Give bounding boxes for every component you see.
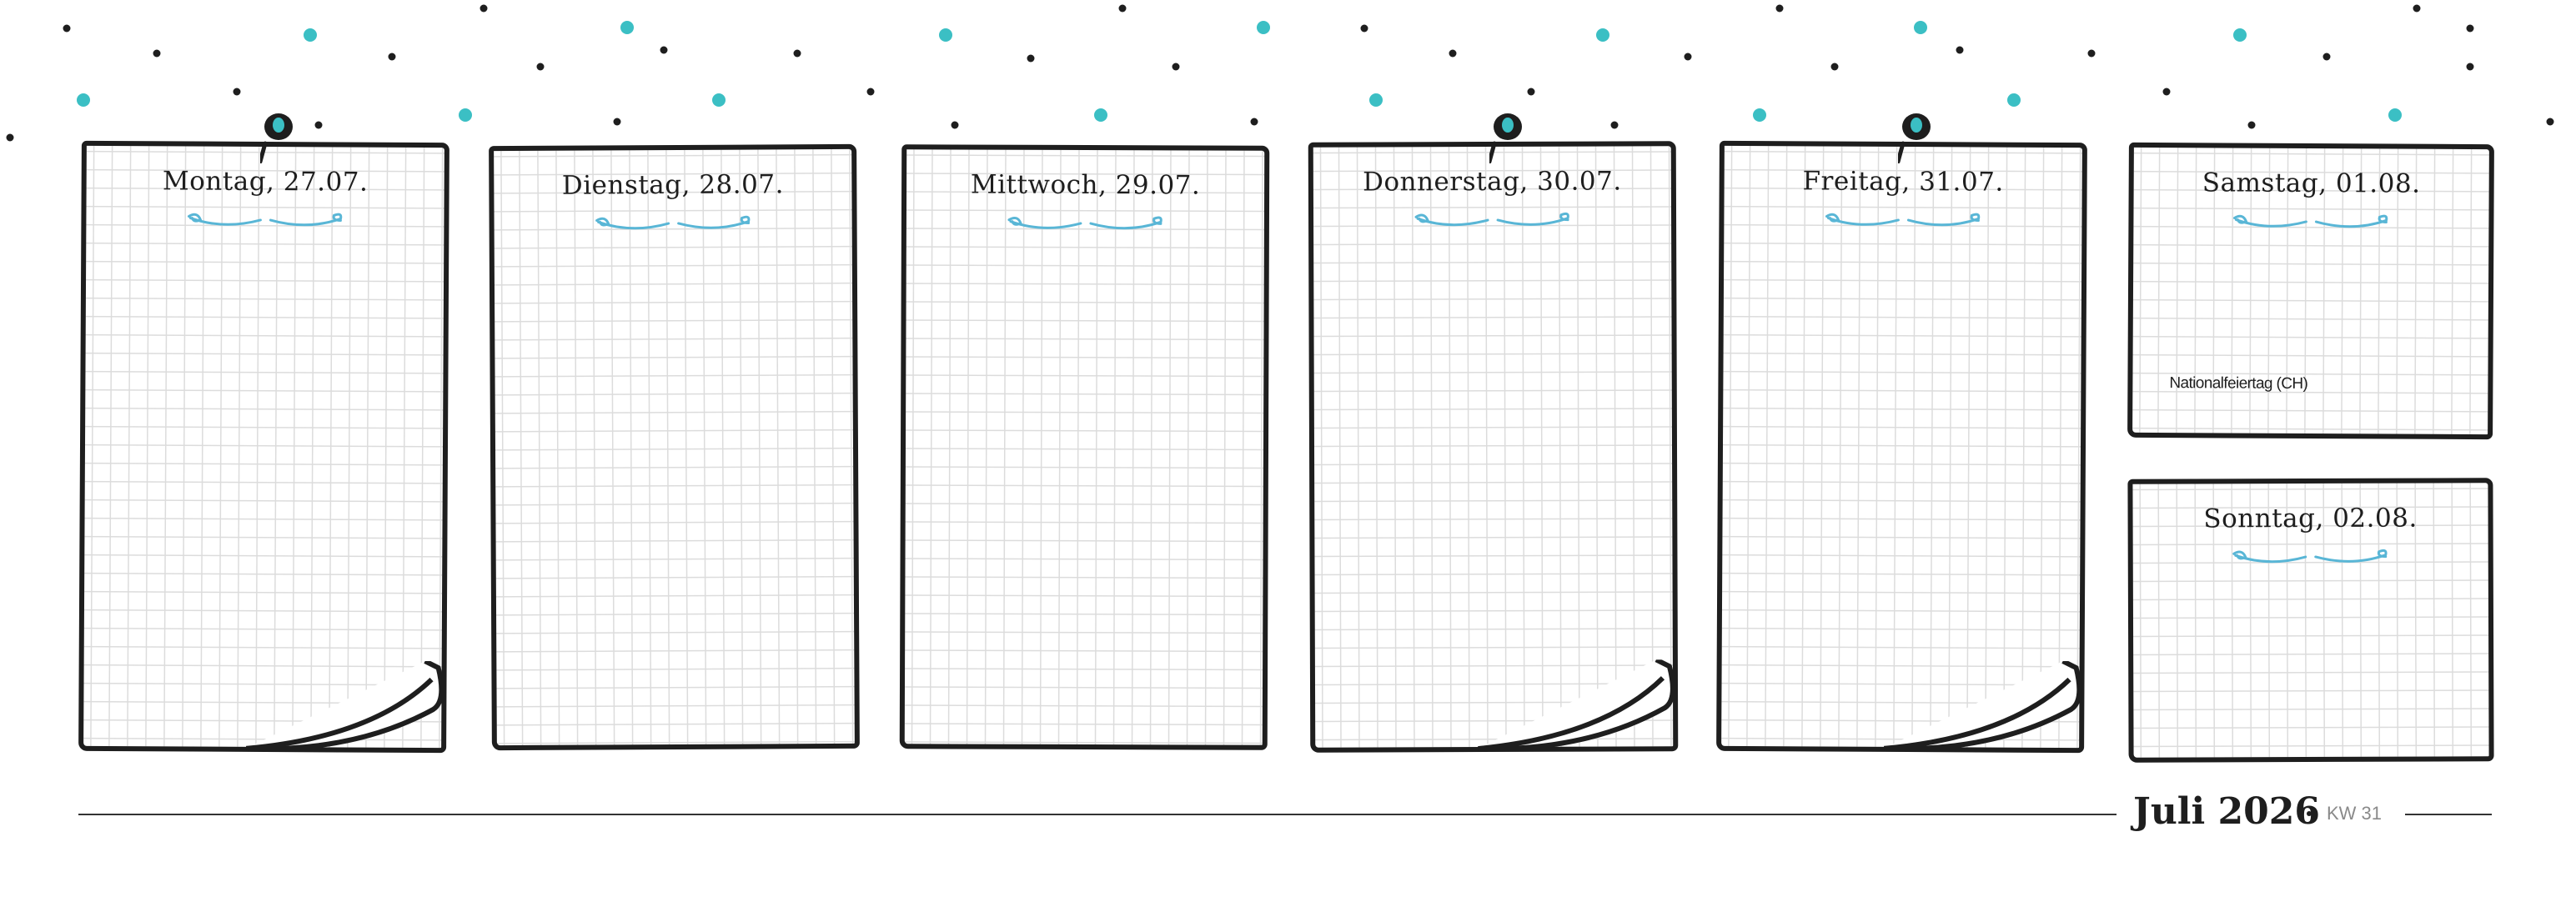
footer-bullet bbox=[2307, 811, 2312, 816]
pushpin-icon bbox=[1489, 113, 1522, 163]
curled-corner-icon bbox=[1477, 659, 1675, 752]
day-card-monday[interactable]: Montag, 27.07. bbox=[78, 140, 449, 754]
pushpin-icon bbox=[260, 113, 293, 163]
pushpin-icon bbox=[1898, 113, 1931, 163]
day-card-tuesday[interactable]: Dienstag, 28.07. bbox=[489, 143, 860, 751]
day-title: Donnerstag, 30.07. bbox=[1363, 166, 1622, 198]
swash-ornament-icon bbox=[2232, 214, 2388, 228]
footer-rule-left bbox=[78, 814, 2117, 815]
day-card-wednesday[interactable]: Mittwoch, 29.07. bbox=[899, 144, 1270, 750]
day-title: Montag, 27.07. bbox=[162, 166, 369, 198]
day-card-saturday[interactable]: Samstag, 01.08. Nationalfeiertag (CH) bbox=[2127, 142, 2494, 440]
curled-corner-icon bbox=[1884, 659, 2082, 752]
day-title: Mittwoch, 29.07. bbox=[970, 169, 1201, 201]
swash-ornament-icon bbox=[1007, 216, 1162, 230]
day-title: Sonntag, 02.08. bbox=[2203, 503, 2418, 534]
day-card-friday[interactable]: Freitag, 31.07. bbox=[1716, 140, 2087, 754]
day-card-sunday[interactable]: Sonntag, 02.08. bbox=[2127, 478, 2494, 763]
day-card-thursday[interactable]: Donnerstag, 30.07. bbox=[1308, 141, 1679, 753]
swash-ornament-icon bbox=[595, 215, 750, 230]
day-title: Samstag, 01.08. bbox=[2202, 168, 2421, 199]
curled-corner-icon bbox=[246, 659, 444, 752]
footer-rule-right bbox=[2405, 814, 2492, 815]
swash-ornament-icon bbox=[187, 213, 342, 227]
holiday-note: Nationalfeiertag (CH) bbox=[2169, 374, 2308, 393]
swash-ornament-icon bbox=[1825, 213, 1980, 227]
day-title: Dienstag, 28.07. bbox=[561, 169, 784, 201]
week-number: KW 31 bbox=[2327, 803, 2383, 824]
month-title: Juli 2026 bbox=[2133, 790, 2321, 833]
swash-ornament-icon bbox=[1414, 212, 1569, 227]
swash-ornament-icon bbox=[2232, 549, 2388, 564]
confetti-dots bbox=[6, 4, 2554, 142]
day-title: Freitag, 31.07. bbox=[1802, 166, 2004, 198]
